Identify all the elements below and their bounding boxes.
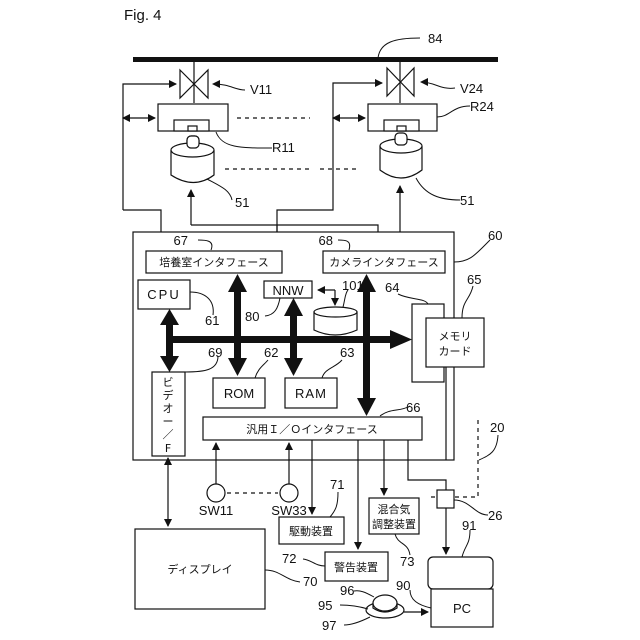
camera-interface-label: カメラインタフェース (329, 256, 438, 269)
ref-io-interface: 66 (406, 400, 420, 415)
rom-label: ROM (224, 386, 254, 401)
ref-display: 70 (303, 574, 317, 589)
ref-input-bottom: 97 (322, 618, 336, 633)
database-icon (314, 307, 357, 335)
ref-reactor-1: R11 (272, 140, 295, 155)
nnw-label: NNW (272, 283, 304, 298)
memory-card-label-2: カード (439, 345, 472, 358)
ref-gas-mixer: 73 (400, 554, 414, 569)
ref-camera-interface: 68 (319, 233, 333, 248)
gas-mixer-label-2: 調整装置 (372, 517, 416, 531)
ref-rom: 62 (264, 345, 278, 360)
ref-pc: 90 (396, 578, 410, 593)
sensor-26 (437, 490, 454, 508)
camera-icon (380, 133, 422, 178)
ref-chamber-interface: 67 (174, 233, 188, 248)
ram-label: RAM (295, 386, 327, 401)
ref-drive: 71 (330, 477, 344, 492)
display-label: ディスプレイ (167, 562, 232, 576)
ref-nnw: 80 (245, 309, 259, 324)
ref-ram: 63 (340, 345, 354, 360)
alarm-label: 警告装置 (334, 560, 378, 574)
pc-label: PC (453, 601, 471, 616)
ref-cpu: 61 (205, 313, 219, 328)
ref-valve-1: V11 (250, 82, 272, 97)
camera-icon (171, 136, 214, 183)
switch-1-label: SW11 (199, 503, 233, 518)
ref-alarm: 72 (282, 551, 296, 566)
figure-title: Fig. 4 (124, 7, 162, 24)
video-if-char: ／ (163, 428, 174, 441)
cpu-label: CPU (147, 287, 180, 302)
input-device-icon (366, 595, 404, 618)
ref-pc-monitor: 91 (462, 518, 476, 533)
video-if-char: デ (163, 388, 174, 402)
ref-valve-2: V24 (460, 81, 483, 96)
switch-sw11 (207, 484, 225, 502)
ref-reactor-2: R24 (470, 99, 494, 114)
ref-video-if: 69 (208, 345, 222, 360)
ref-sensor: 26 (488, 508, 502, 523)
ref-memory-card: 65 (467, 272, 481, 287)
video-if-char: ビ (163, 376, 174, 389)
ref-controller: 60 (488, 228, 502, 243)
ref-incubator: 20 (490, 420, 504, 435)
switch-2-label: SW33 (271, 503, 306, 518)
video-if-char: F (165, 442, 171, 455)
gas-mixer-label-1: 混合気 (378, 502, 411, 516)
io-interface-label: 汎用Ｉ／Ｏインタフェース (246, 422, 377, 436)
drive-label: 駆動装置 (289, 524, 333, 538)
gas-pipe (133, 57, 498, 62)
ref-camera-1: 51 (235, 195, 249, 210)
pc-monitor (428, 557, 493, 589)
video-if-char: オ (163, 402, 174, 415)
ref-pipe: 84 (428, 31, 442, 46)
ref-camera-2: 51 (460, 193, 474, 208)
switch-sw33 (280, 484, 298, 502)
ref-memory-slot: 64 (385, 280, 399, 295)
ref-input-top: 96 (340, 583, 354, 598)
chamber-interface-label: 培養室インタフェース (159, 255, 268, 269)
ref-input-mid: 95 (318, 598, 332, 613)
video-if-char: ー (163, 415, 174, 428)
memory-card-label-1: メモリ (439, 330, 472, 343)
